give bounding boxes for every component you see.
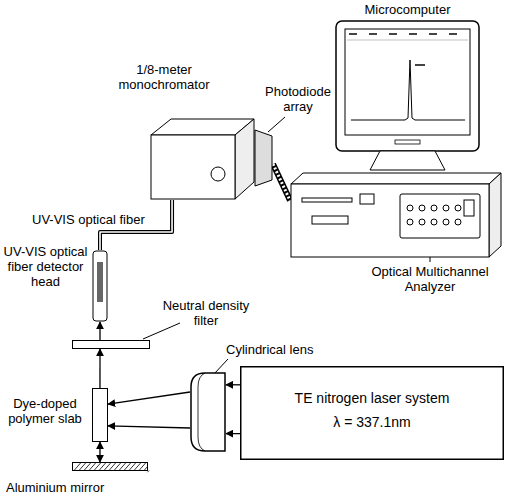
drawing-part <box>291 184 489 257</box>
beam-line <box>226 433 240 434</box>
drawing-part <box>443 205 449 211</box>
component-label: Dye-doped polymer slab <box>2 396 88 426</box>
laser-box-shape <box>240 366 504 460</box>
photodiode-array-shape <box>255 128 273 188</box>
drawing-part <box>464 200 474 216</box>
drawing-part <box>400 194 480 238</box>
multichannel-analyzer-shape <box>290 172 502 258</box>
computer-monitor: Microcomputer <box>335 20 480 172</box>
edge-label: UV-VIS optical fiber <box>30 212 147 227</box>
component-label: TE nitrogen laser system <box>240 390 504 407</box>
drawing-part <box>407 219 413 225</box>
drawing-part <box>431 205 437 211</box>
beam-line <box>99 442 100 462</box>
monochromator: 1/8-meter monochromator <box>150 118 255 200</box>
drawing-part <box>191 373 225 451</box>
cylindrical-lens: Cylindrical lens <box>190 372 226 452</box>
drawing-part <box>302 198 352 202</box>
drawing-part <box>255 130 272 186</box>
drawing-part <box>211 167 225 181</box>
drawing-part <box>429 33 437 35</box>
beam-line <box>226 384 240 385</box>
beam-line <box>99 349 100 388</box>
component-label: Microcomputer <box>335 2 480 17</box>
drawing-part <box>345 29 470 135</box>
beam-line <box>108 392 190 404</box>
leader-line <box>268 117 285 132</box>
computer-monitor-shape <box>335 20 480 172</box>
cable-hatch <box>273 164 290 200</box>
drawing-part <box>489 173 501 257</box>
drawing-part <box>419 205 425 211</box>
data-cable <box>273 164 290 200</box>
laser-beam <box>100 349 101 388</box>
cylindrical-lens-shape <box>190 372 226 452</box>
drawing-part <box>369 33 377 35</box>
drawing-part <box>455 219 461 225</box>
component-label: Aluminium mirror <box>6 480 136 495</box>
laser-beam <box>226 385 240 434</box>
beam-line <box>108 426 190 428</box>
drawing-part <box>97 262 103 302</box>
drawing-part <box>144 467 148 471</box>
neutral-density-filter: Neutral density filter <box>72 340 150 349</box>
drawing-part <box>407 205 413 211</box>
polymer-slab: Dye-doped polymer slab <box>92 388 108 442</box>
laser-beam <box>108 392 190 428</box>
monochromator-shape <box>150 118 255 200</box>
drawing-part <box>431 219 437 225</box>
component-label: Photodiode array <box>263 84 333 114</box>
leader-line <box>143 323 180 339</box>
photodiode-array: Photodiode array <box>255 128 273 188</box>
laser-beam <box>100 322 101 340</box>
component-label: Neutral density filter <box>152 298 260 328</box>
drawing-part <box>455 205 461 211</box>
drawing-part <box>151 135 235 199</box>
drawing-part <box>93 251 107 321</box>
drawing-part <box>419 219 425 225</box>
drawing-part <box>449 33 457 35</box>
detector-head-shape <box>91 250 109 322</box>
component-label: Cylindrical lens <box>226 342 326 357</box>
drawing-part <box>73 463 148 471</box>
drawing-part <box>336 21 479 151</box>
cable-outline <box>273 164 290 200</box>
laser-beam <box>99 442 100 462</box>
drawing-part <box>389 33 397 35</box>
drawing-part <box>443 219 449 225</box>
drawing-part <box>347 40 468 41</box>
component-label: 1/8-meter monochromator <box>108 62 220 92</box>
aluminium-mirror-shape <box>72 462 148 471</box>
component-label: Optical Multichannel Analyzer <box>360 264 500 294</box>
detector-head: UV-VIS optical fiber detector head <box>91 250 109 322</box>
drawing-part <box>370 151 445 170</box>
leader-line <box>214 359 228 374</box>
drawing-part <box>349 33 357 35</box>
component-label: UV-VIS optical fiber detector head <box>2 244 89 289</box>
drawing-part <box>360 194 374 204</box>
drawing-part <box>148 471 150 473</box>
drawing-part <box>395 140 420 144</box>
drawing-part <box>409 33 417 35</box>
drawing-part <box>415 64 425 66</box>
multichannel-analyzer: Optical Multichannel Analyzer <box>290 172 502 258</box>
aluminium-mirror: Aluminium mirror <box>72 462 148 471</box>
drawing-part <box>73 341 150 349</box>
laser-box: TE nitrogen laser system λ = 337.1nm <box>240 366 504 460</box>
component-label: λ = 337.1nm <box>240 414 504 431</box>
drawing-part <box>351 60 465 120</box>
neutral-density-filter-shape <box>72 340 150 349</box>
drawing-part <box>312 216 348 224</box>
polymer-slab-shape <box>92 388 108 442</box>
drawing-part <box>291 173 501 184</box>
drawing-part <box>235 119 254 199</box>
drawing-part <box>241 367 504 460</box>
drawing-part <box>93 389 108 442</box>
drawing-part <box>198 373 205 451</box>
beam-line <box>99 322 100 340</box>
